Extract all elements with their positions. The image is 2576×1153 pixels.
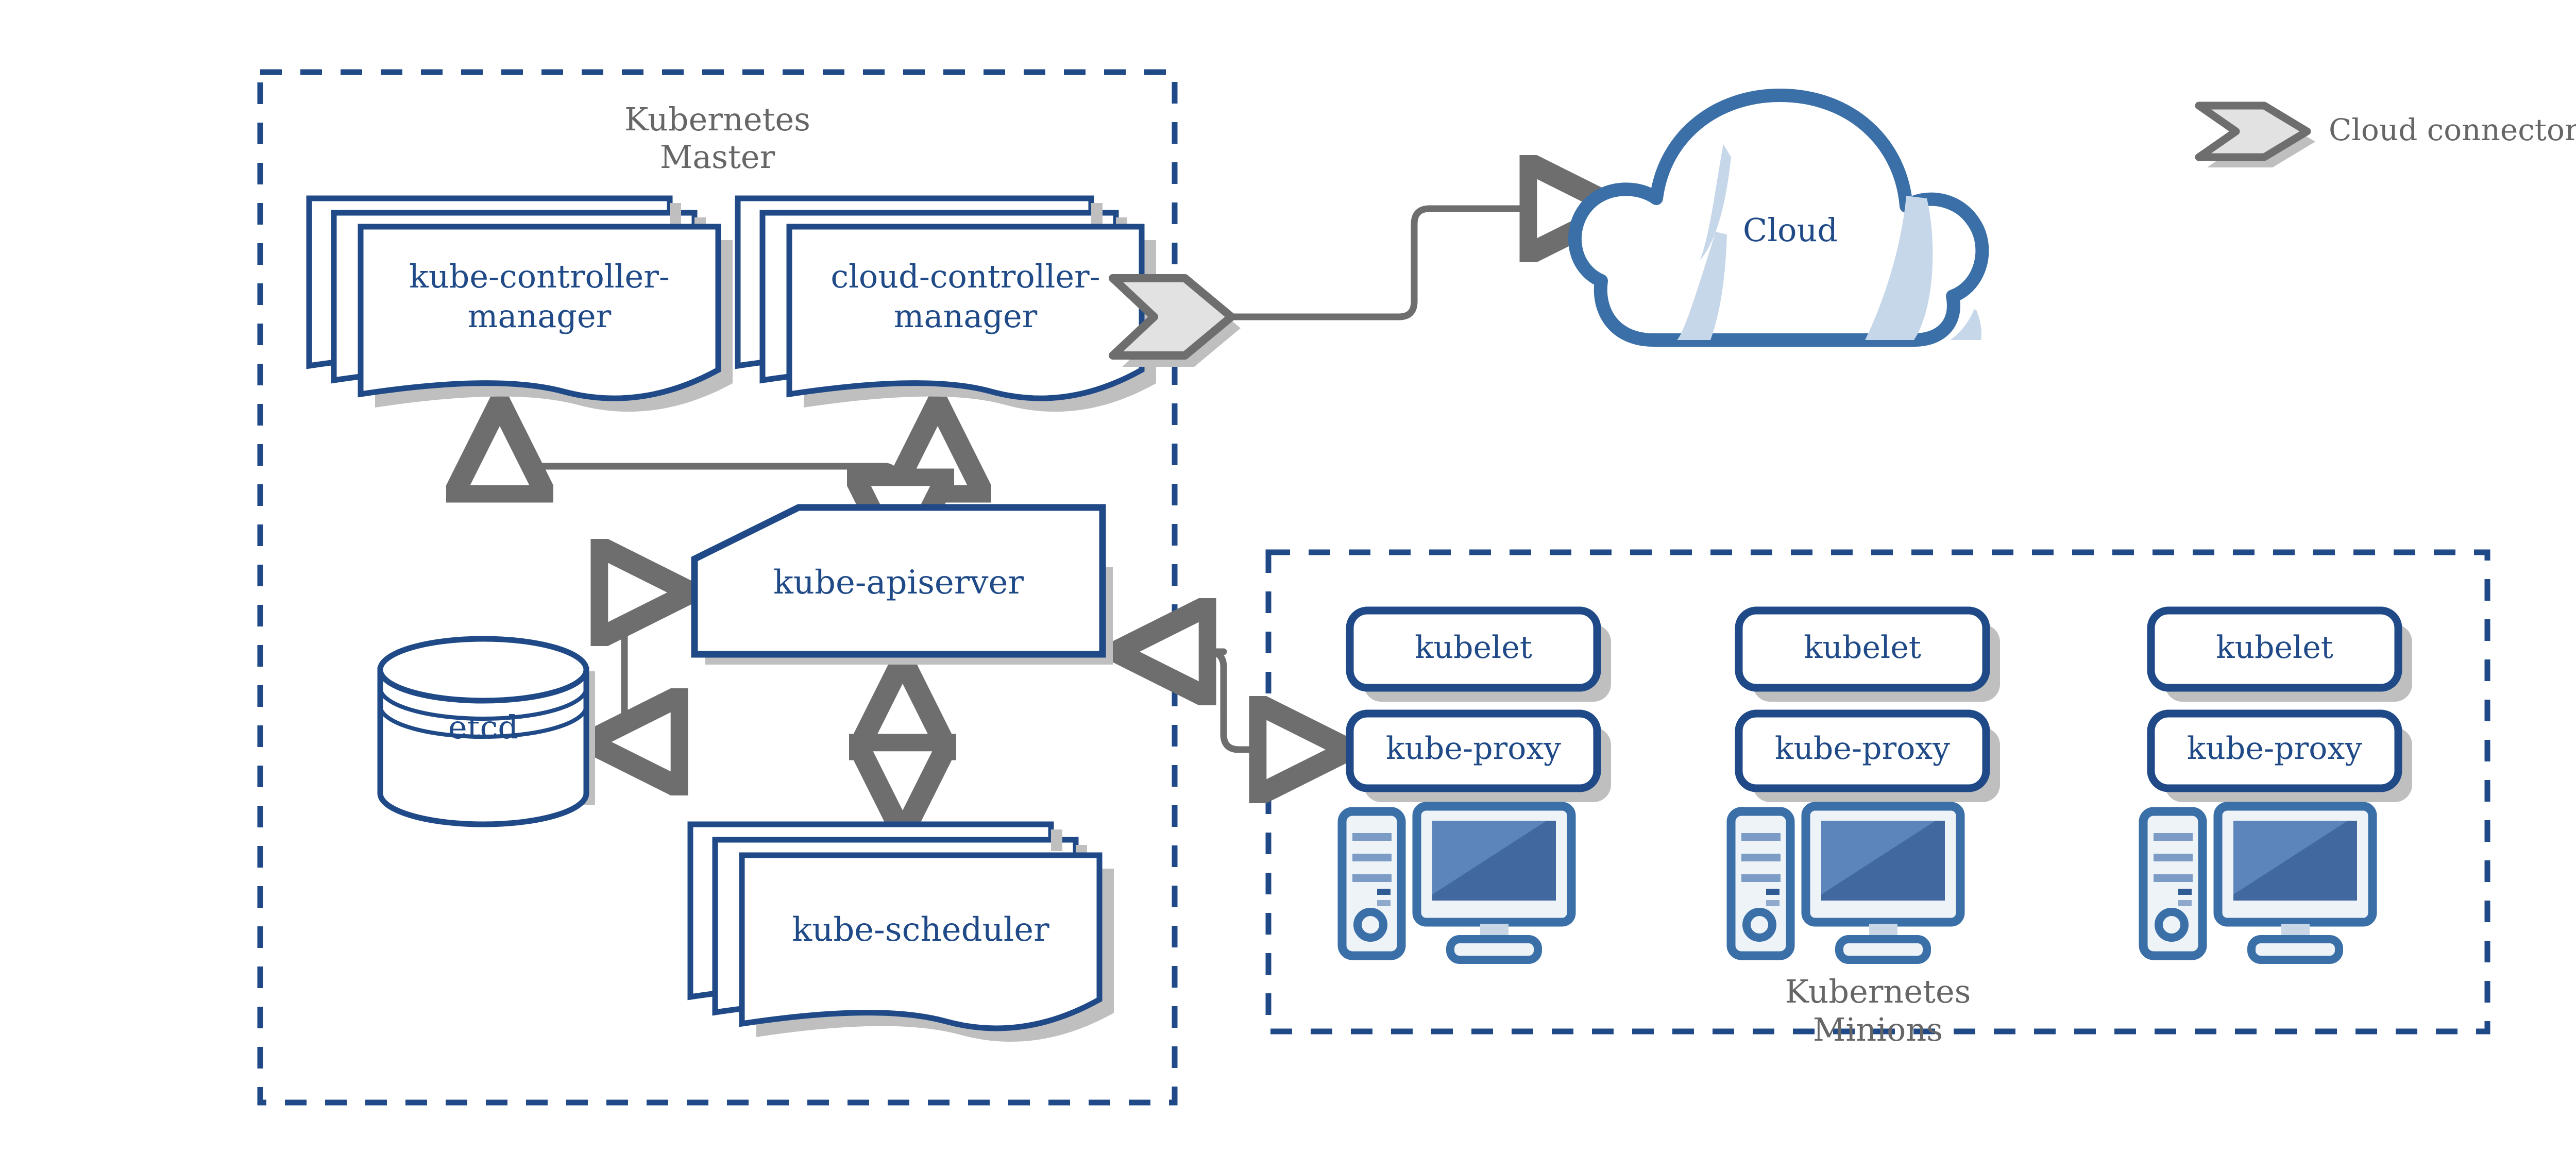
shape-kube-apiserver	[691, 504, 1113, 665]
node-1-computer-icon	[1337, 802, 1576, 964]
minion-node-1	[1337, 606, 1611, 964]
node-3-computer-icon	[2139, 802, 2377, 964]
node-1-kubeproxy-box[interactable]	[1346, 709, 1601, 792]
cloud-connector-icon	[1109, 274, 1241, 367]
group-boundary-master	[257, 69, 1178, 1106]
node-3-kubeproxy-box[interactable]	[2147, 709, 2402, 792]
legend-cloud-connector-icon	[2195, 101, 2315, 167]
shape-kube-controller-manager	[306, 195, 733, 412]
connector-apiserver-etcd-in	[624, 592, 681, 745]
minion-node-3	[2139, 606, 2412, 964]
shape-etcd	[377, 636, 595, 827]
node-3-kubelet-box[interactable]	[2147, 606, 2402, 692]
node-2-kubeproxy-box[interactable]	[1735, 709, 1990, 792]
group-boundary-minions	[1265, 549, 2490, 1035]
connector-junction-right	[901, 412, 938, 506]
node-1-kubelet-box[interactable]	[1346, 606, 1601, 692]
node-2-computer-icon	[1726, 802, 1965, 964]
connector-junction-left	[500, 412, 904, 506]
node-2-kubelet-box[interactable]	[1735, 606, 1990, 692]
connector-apiserver-kubelet	[1109, 648, 1340, 750]
minion-node-2	[1726, 606, 2000, 964]
connector-ccm-to-cloud	[1207, 209, 1610, 320]
shape-cloud-controller-manager	[735, 195, 1156, 412]
shape-cloud	[1568, 89, 1989, 347]
shape-kube-scheduler	[687, 821, 1114, 1042]
